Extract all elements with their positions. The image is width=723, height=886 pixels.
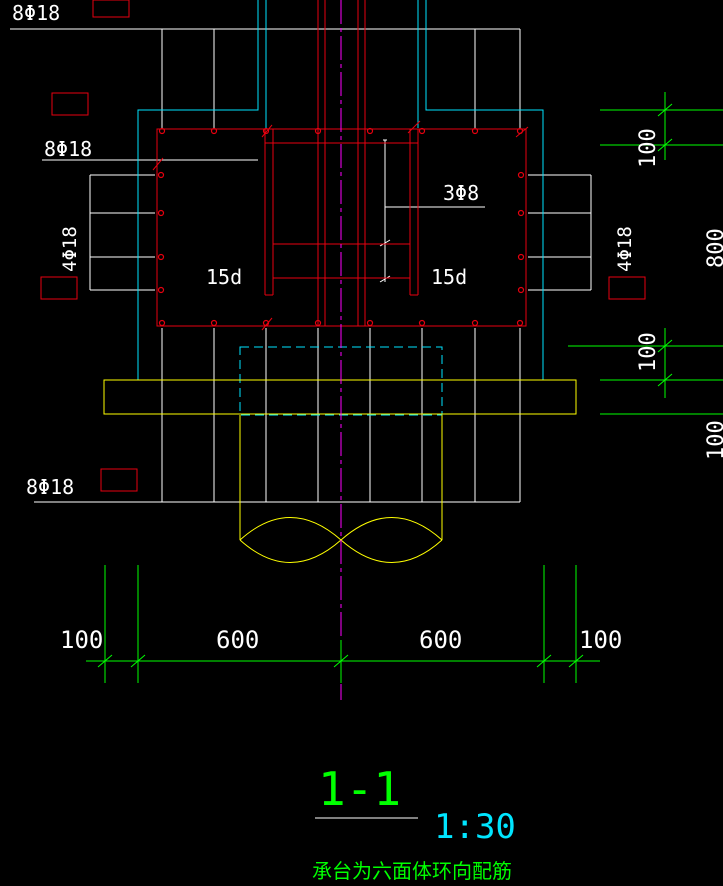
white-linework bbox=[10, 28, 592, 819]
stirrup-label: 3Φ8 bbox=[443, 181, 479, 205]
section-caption: 承台为六面体环向配筋 bbox=[312, 859, 512, 883]
annotation-text: 8Φ18 8Φ18 4Φ18 4Φ18 3Φ8 15d 15d 8Φ18 100… bbox=[12, 1, 723, 883]
section-id: 1-1 bbox=[318, 762, 401, 816]
bottom-left-bar-label: 8Φ18 bbox=[26, 475, 74, 499]
dim-right-mid: 100 bbox=[636, 332, 661, 372]
section-scale: 1:30 bbox=[434, 807, 516, 847]
dim-bottom-3: 600 bbox=[419, 626, 462, 654]
dim-right-top: 100 bbox=[636, 128, 661, 168]
dim-bottom-1: 100 bbox=[60, 626, 103, 654]
green-dimensions bbox=[86, 92, 723, 683]
left-side-bar-label: 4Φ18 bbox=[59, 226, 81, 272]
anchor-right-label: 15d bbox=[431, 265, 467, 289]
dim-right-partial-1: 800 bbox=[704, 228, 723, 268]
rebar-dots bbox=[157, 127, 525, 327]
dim-bottom-4: 100 bbox=[579, 626, 622, 654]
dim-right-partial-2: 100 bbox=[704, 420, 723, 460]
right-side-bar-label: 4Φ18 bbox=[614, 226, 636, 272]
red-rebar bbox=[40, 0, 646, 492]
left-upper-bar-label: 8Φ18 bbox=[44, 137, 92, 161]
dim-bottom-2: 600 bbox=[216, 626, 259, 654]
yellow-linework bbox=[103, 379, 577, 563]
top-left-bar-label: 8Φ18 bbox=[12, 1, 60, 25]
anchor-left-label: 15d bbox=[206, 265, 242, 289]
